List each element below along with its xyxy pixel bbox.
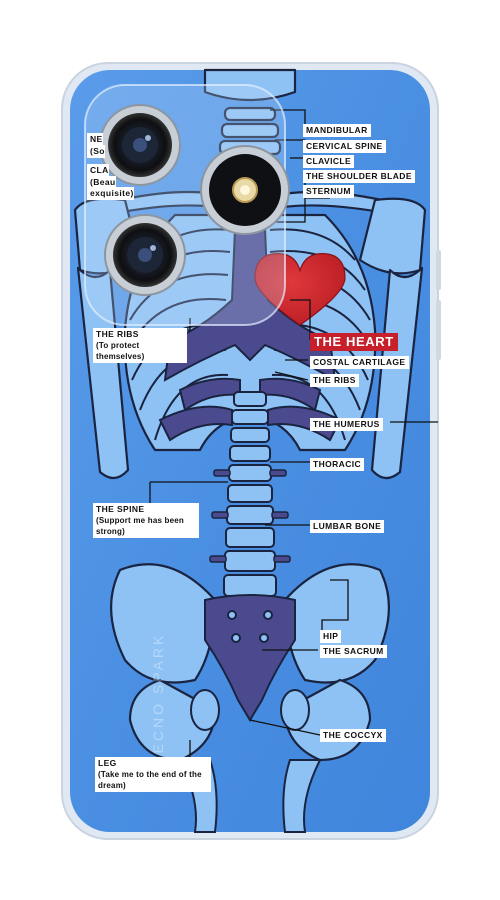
label-leg: LEG (Take me to the end of the dream) bbox=[95, 757, 211, 792]
humerus-left bbox=[76, 266, 130, 480]
label-the-heart: THE HEART bbox=[310, 333, 398, 351]
label-the-spine-sub: (Support me has been strong) bbox=[96, 516, 185, 536]
ilium-left bbox=[110, 563, 217, 684]
label-the-ribs-left: THE RIBS (To protect themselves) bbox=[93, 328, 187, 363]
label-clavicle: CLAVICLE bbox=[303, 155, 355, 168]
label-lumbar-bone: LUMBAR BONE bbox=[310, 520, 385, 533]
label-the-sacrum: THE SACRUM bbox=[320, 645, 387, 658]
label-leg-title: LEG bbox=[98, 758, 117, 768]
sternum-cartilage bbox=[158, 204, 342, 442]
label-beau-partial: (Beau bbox=[87, 176, 116, 189]
label-hip: HIP bbox=[320, 630, 342, 643]
label-cervical-spine: CERVICAL SPINE bbox=[303, 140, 386, 153]
leader-lines bbox=[249, 109, 438, 736]
sacrum bbox=[204, 594, 296, 722]
cervical-vertebra bbox=[223, 106, 277, 122]
label-the-coccyx: THE COCCYX bbox=[320, 729, 386, 742]
shoulder-right bbox=[358, 197, 427, 275]
side-button bbox=[436, 250, 441, 290]
brand-text: TECNO SPARK bbox=[150, 632, 166, 765]
label-the-humerus: THE HUMERUS bbox=[310, 418, 383, 431]
camera-module bbox=[84, 84, 290, 326]
label-the-ribs-left-sub: (To protect themselves) bbox=[96, 341, 145, 361]
side-button bbox=[436, 300, 441, 360]
label-the-spine: THE SPINE (Support me has been strong) bbox=[93, 503, 199, 538]
cervical-vertebra bbox=[220, 122, 280, 139]
label-mandibular: MANDIBULAR bbox=[303, 124, 371, 137]
label-ne-partial: NE bbox=[87, 133, 103, 146]
label-thoracic: THORACIC bbox=[310, 458, 365, 471]
spine bbox=[223, 391, 277, 597]
spine-processes bbox=[209, 469, 291, 563]
label-exquisite-partial: exquisite) bbox=[87, 187, 134, 200]
label-the-ribs-left-title: THE RIBS bbox=[96, 329, 139, 339]
label-so-partial: (So bbox=[87, 145, 105, 158]
label-cla-partial: CLA bbox=[87, 164, 109, 177]
label-shoulder-blade: THE SHOULDER BLADE bbox=[303, 170, 415, 183]
label-leg-sub: (Take me to the end of the dream) bbox=[98, 770, 202, 790]
label-the-spine-title: THE SPINE bbox=[96, 504, 145, 514]
label-sternum: STERNUM bbox=[303, 185, 354, 198]
humerus-right bbox=[370, 266, 424, 480]
label-costal-cartilage: COSTAL CARTILAGE bbox=[310, 356, 409, 369]
label-the-ribs-right: THE RIBS bbox=[310, 374, 359, 387]
